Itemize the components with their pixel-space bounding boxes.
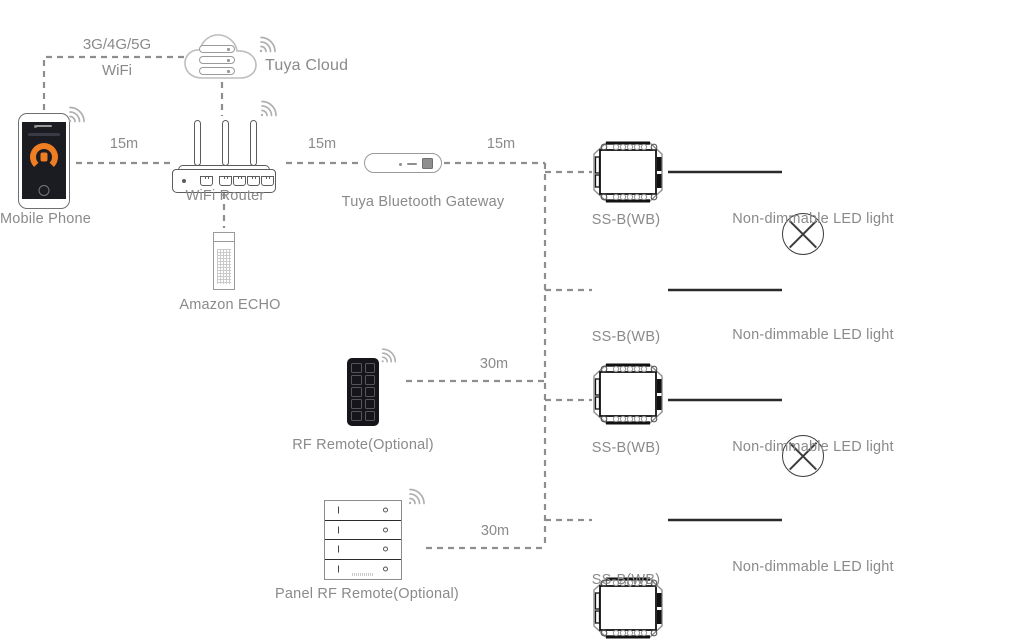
led-lamp-2-label: Non-dimmable LED light [732,327,894,343]
mobile-phone-label: Mobile Phone [0,211,92,227]
controller-module-2[interactable] [592,363,664,425]
wireless-signal-icon-cloud [259,36,276,53]
panel-rf-remote-label: Panel RF Remote(Optional) [275,586,459,602]
smart-speaker-icon[interactable] [212,232,236,290]
led-lamp-2 [782,435,824,477]
tuya-cloud-label: Tuya Cloud [265,57,349,74]
phone-cloud-link-label-primary: 3G/4G/5G [82,36,152,53]
wireless-signal-icon-phone [68,106,85,123]
led-lamp-1 [782,213,824,255]
controller-module-1[interactable] [592,141,664,203]
wireless-signal-icon-router [260,100,277,117]
led-lamp-3-label: Non-dimmable LED light [732,439,894,455]
wireless-signal-icon-rf-remote [381,348,397,363]
bluetooth-gateway-label: Tuya Bluetooth Gateway [341,194,505,210]
distance-panel-remote-bus: 30m [480,523,510,539]
wireless-signal-icon-panel-remote [408,488,425,505]
distance-router-gateway: 15m [307,136,337,152]
wifi-router-label: WiFi Router [185,188,265,204]
led-lamp-1-label: Non-dimmable LED light [732,211,894,227]
controller-module-2-label: SS-B(WB) [591,329,661,345]
led-lamp-4-label: Non-dimmable LED light [732,559,894,575]
controller-module-3-label: SS-B(WB) [591,440,661,456]
bluetooth-gateway-icon[interactable] [364,153,442,173]
distance-gateway-bus: 15m [486,136,516,152]
distance-phone-router: 15m [109,136,139,152]
controller-module-1-label: SS-B(WB) [591,212,661,228]
rf-remote-label: RF Remote(Optional) [292,437,434,453]
controller-module-3[interactable] [592,577,664,639]
distance-rf-remote-bus: 30m [479,356,509,372]
panel-rf-remote-icon[interactable] [324,500,402,580]
phone-cloud-link-label-secondary: WiFi [102,62,132,79]
rf-remote-icon[interactable] [347,358,379,426]
mobile-phone-icon[interactable] [18,113,70,209]
controller-module-4-label: SS-B(WB) [591,572,661,588]
amazon-echo-label: Amazon ECHO [179,297,281,313]
wifi-router-icon[interactable] [172,117,282,193]
